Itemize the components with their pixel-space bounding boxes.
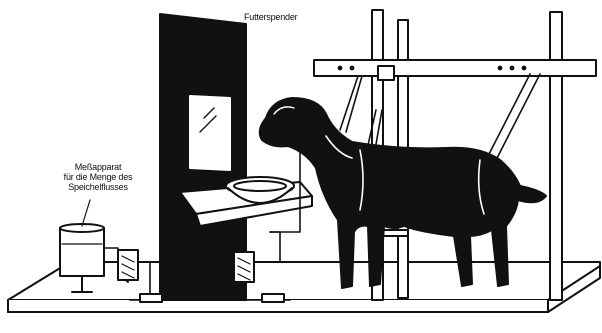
meter-label: Meßapparat für die Menge des Speichelflu… bbox=[52, 162, 144, 192]
meter-label-line-2: für die Menge des bbox=[52, 172, 144, 182]
meter-label-line-3: Speichelflusses bbox=[52, 182, 144, 192]
meter-pointer-line bbox=[82, 200, 90, 226]
feeder-label: Futterspender bbox=[244, 12, 297, 22]
meter-label-line-1: Meßapparat bbox=[52, 162, 144, 172]
